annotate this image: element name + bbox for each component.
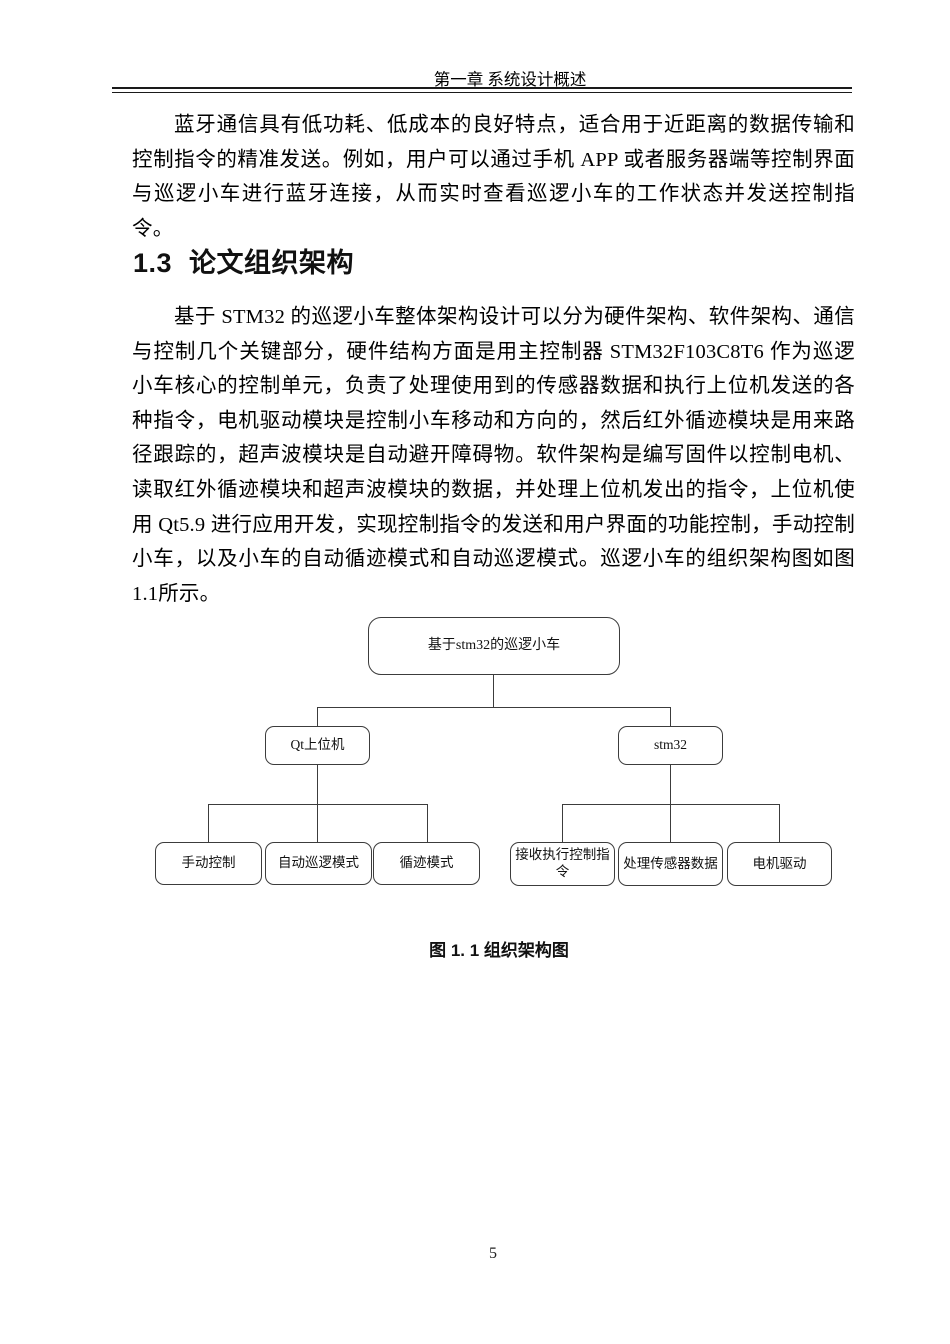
connector-stm32-down [670, 765, 672, 805]
org-chart-node-qt: Qt上位机 [265, 726, 370, 765]
header-rule [112, 87, 852, 93]
connector-leaf-stub [317, 804, 319, 842]
running-header: 第一章 系统设计概述 [433, 70, 587, 89]
connector-leaf-stub [427, 804, 429, 842]
connector-leaf-stub [562, 804, 564, 842]
connector-root-stub [493, 675, 495, 708]
section-heading: 1.3 论文组织架构 [133, 241, 354, 280]
org-chart-node-stm32: stm32 [618, 726, 723, 765]
org-chart-node-manual-control: 手动控制 [155, 842, 262, 885]
connector-leaf-stub [779, 804, 781, 842]
section-number: 1.3 [133, 248, 173, 278]
page-number: 5 [489, 1245, 497, 1262]
connector-qt-down [317, 765, 319, 805]
connector-stm32-stub [670, 707, 672, 727]
org-chart-node-receive-execute-commands: 接收执行控制指令 [510, 842, 615, 886]
connector-leaf-stub [208, 804, 210, 842]
paragraph-bluetooth: 蓝牙通信具有低功耗、低成本的良好特点，适合用于近距离的数据传输和控制指令的精准发… [132, 114, 855, 240]
connector-left-bus [208, 804, 428, 806]
connector-leaf-stub [670, 804, 672, 842]
connector-level1 [317, 707, 671, 709]
figure-caption: 图 1. 1 组织架构图 [429, 941, 569, 960]
paragraph-architecture: 基于 STM32 的巡逻小车整体架构设计可以分为硬件架构、软件架构、通信与控制几… [132, 306, 855, 605]
org-chart-node-auto-patrol-mode: 自动巡逻模式 [265, 842, 372, 885]
org-chart-node-process-sensor-data: 处理传感器数据 [618, 842, 723, 886]
connector-qt-stub [317, 707, 319, 727]
org-chart-node-motor-drive: 电机驱动 [727, 842, 832, 886]
connector-right-bus [562, 804, 780, 806]
org-chart-node-line-follow-mode: 循迹模式 [373, 842, 480, 885]
section-title: 论文组织架构 [189, 248, 355, 278]
org-chart-node-root: 基于stm32的巡逻小车 [368, 617, 620, 675]
